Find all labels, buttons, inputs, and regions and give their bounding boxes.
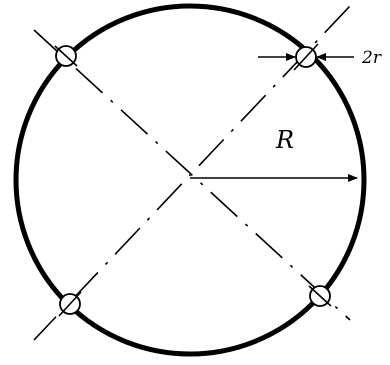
- centerline-through-top-left: [54, 45, 78, 67]
- main-circle: [13, 3, 367, 357]
- centerline-through-top-right: [293, 43, 319, 71]
- centerline-through-bottom-left: [58, 291, 82, 317]
- radius-label: R: [275, 126, 294, 154]
- centerline-descending: [33, 29, 351, 321]
- hole-diameter-label: 2r: [361, 48, 382, 68]
- centerline-through-bottom-right: [308, 285, 332, 307]
